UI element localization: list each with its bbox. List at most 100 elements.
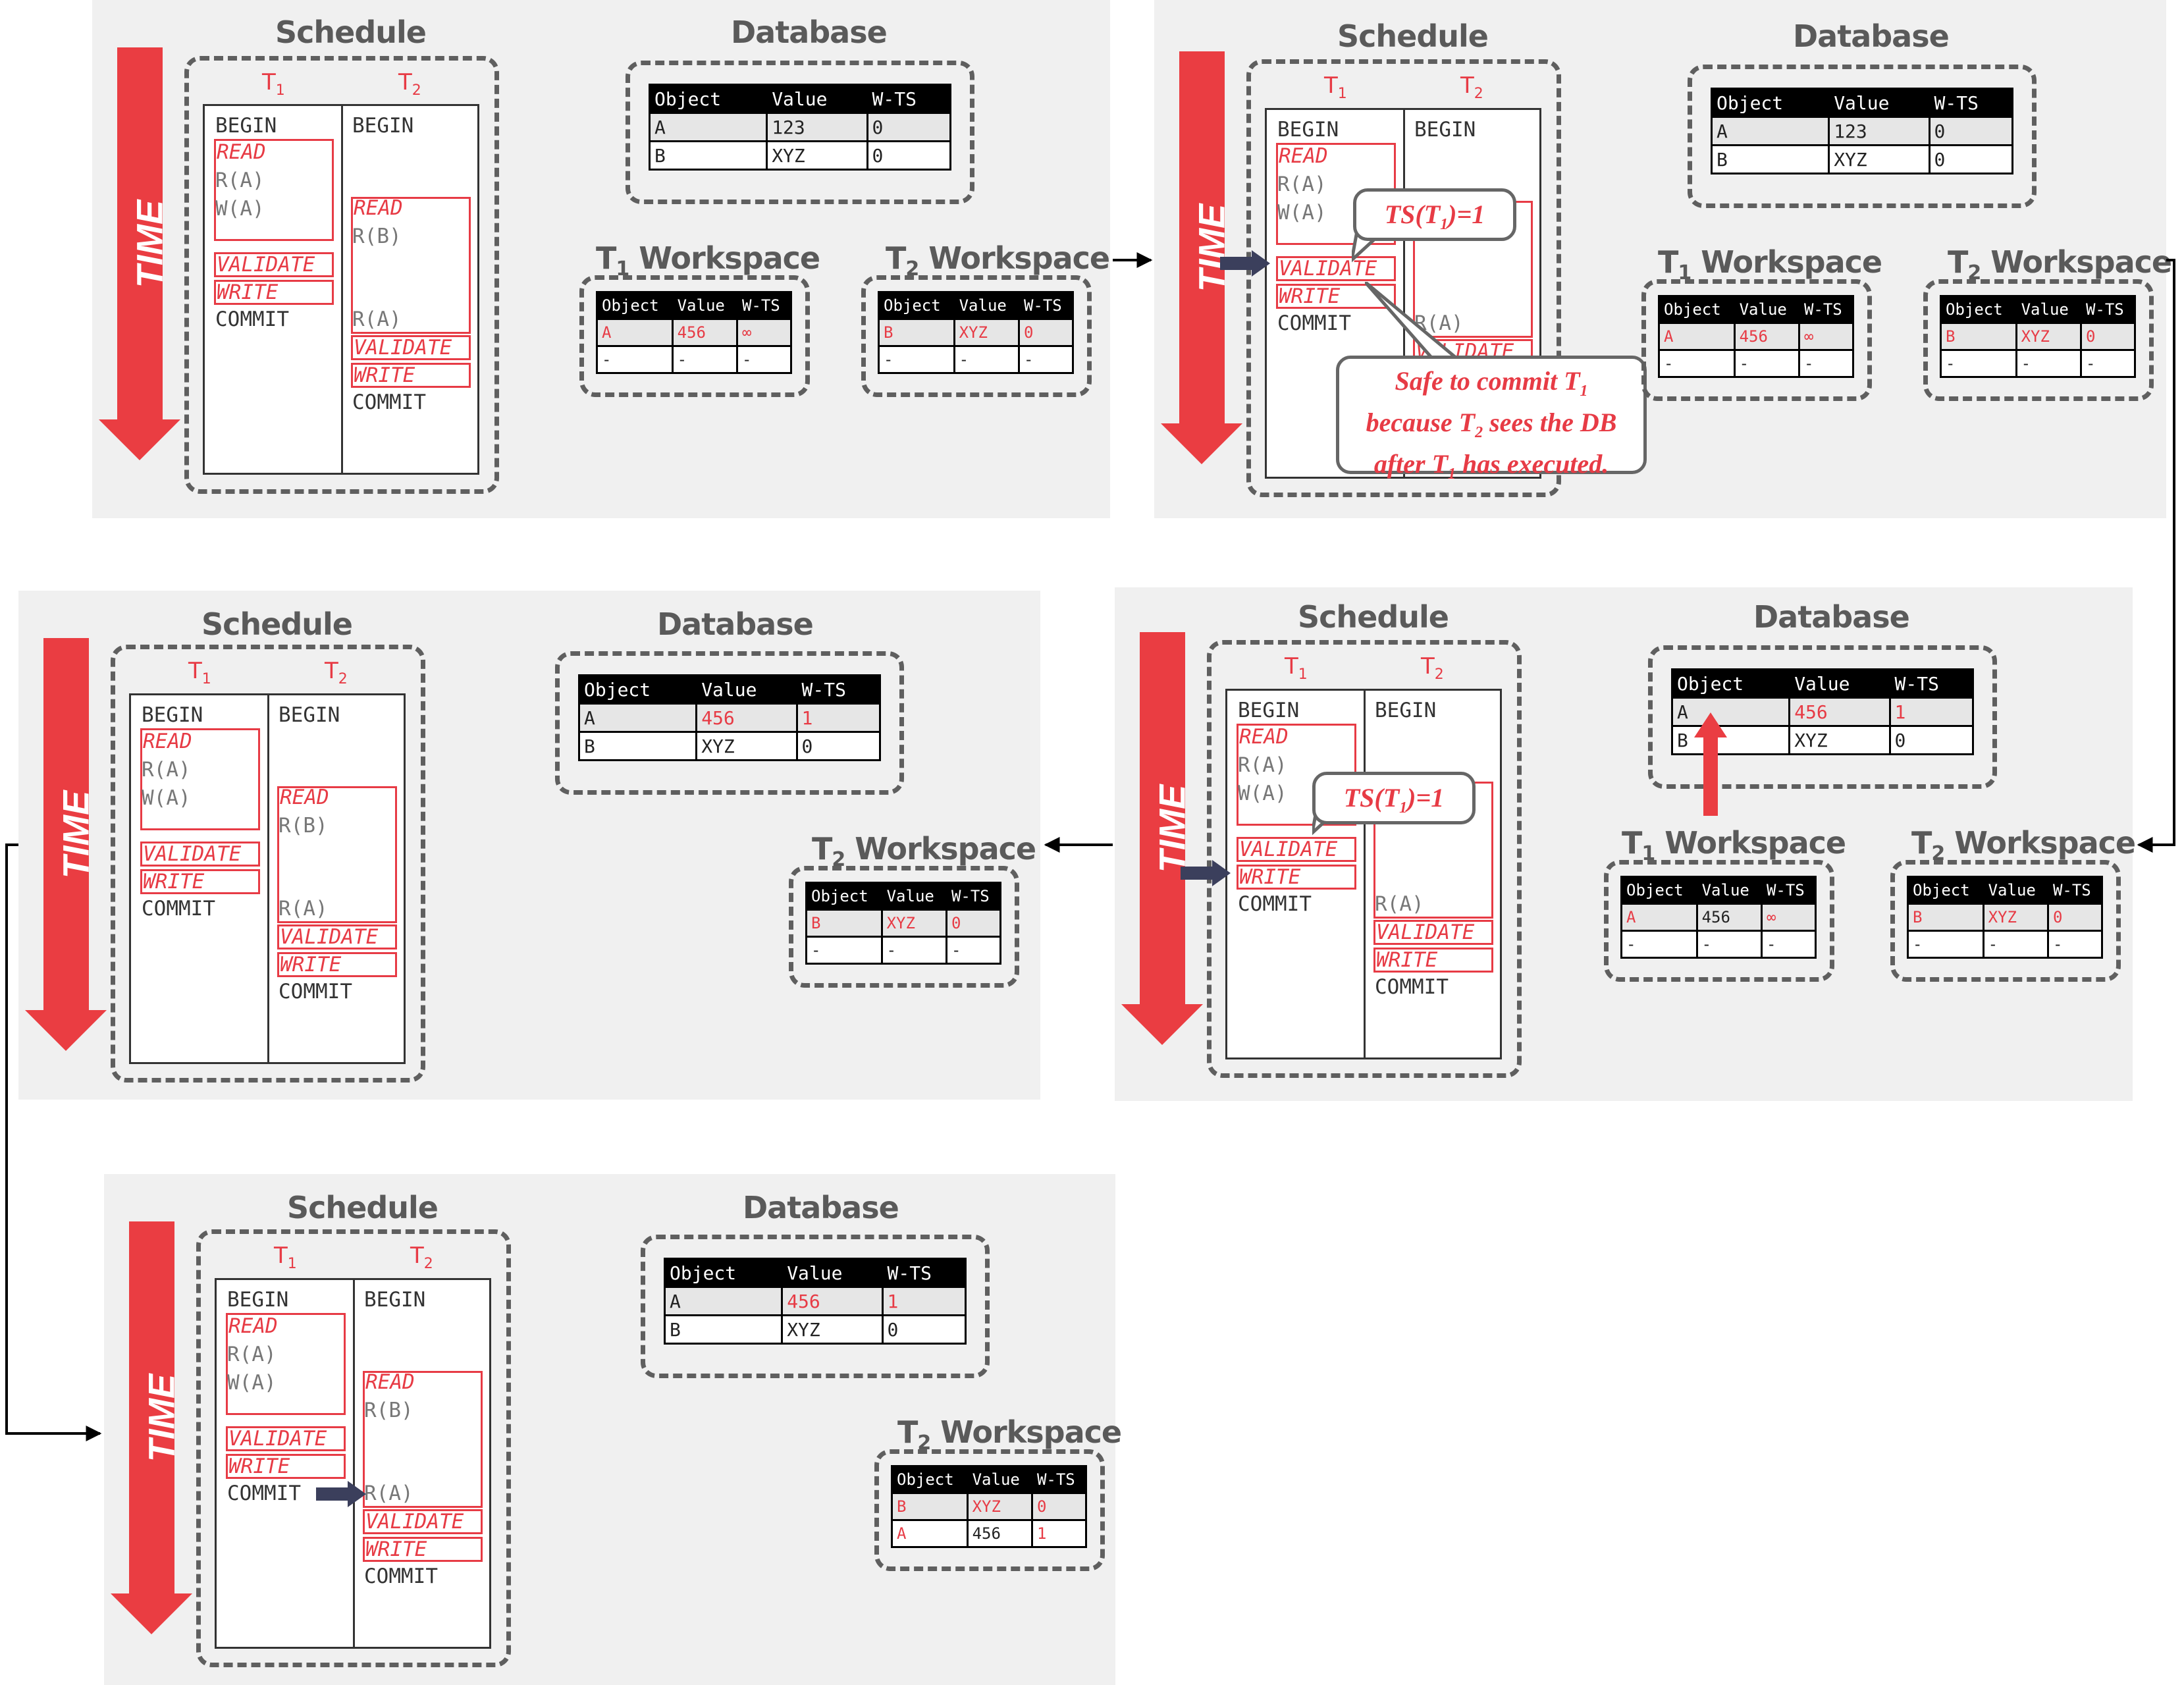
ts-bubble: TS(T1)=1 <box>1353 188 1516 241</box>
schedule-title: Schedule <box>201 606 353 642</box>
t2-workspace-title: T2 Workspace <box>812 831 1036 872</box>
t1-workspace-frame <box>579 275 810 397</box>
t2-validate-box <box>277 924 397 949</box>
t2-begin: BEGIN <box>279 703 340 727</box>
t2-workspace-frame <box>861 275 1092 397</box>
t1-validate: VALIDATE <box>228 1427 327 1451</box>
t1-read: READ <box>228 1314 278 1338</box>
t1-header: T1 <box>1285 653 1308 683</box>
ts-bubble: TS(T1)=1 <box>1312 772 1476 824</box>
t1-header: T1 <box>274 1243 297 1272</box>
t1-write: WRITE <box>217 281 279 304</box>
database-title: Database <box>743 1190 899 1225</box>
connector-4-to-5 <box>5 843 102 1441</box>
t2-header: T2 <box>1460 72 1483 102</box>
t2-validate-box <box>351 335 471 360</box>
t2-header: T2 <box>325 658 348 687</box>
t1-header: T1 <box>1324 72 1347 102</box>
database-title: Database <box>731 14 888 50</box>
t2-workspace-title: T2 Workspace <box>1911 825 2136 866</box>
t1-validate: VALIDATE <box>1239 838 1338 861</box>
t2-workspace-frame <box>1890 860 2121 982</box>
t1-write: WRITE <box>1239 865 1301 889</box>
t1-wa: W(A) <box>142 786 191 810</box>
schedule-title: Schedule <box>1337 18 1489 54</box>
current-step-arrow <box>1181 860 1231 886</box>
panel-3: TIME Schedule T1 T2 BEGIN READ R(A) W(A)… <box>1115 587 2136 1101</box>
t2-workspace-title: T2 Workspace <box>886 240 1110 281</box>
panel-2: TIME Schedule T1 T2 BEGIN READ R(A) W(A)… <box>1154 0 2172 518</box>
panel-4: TIME Schedule T1 T2 BEGIN READ R(A) W(A)… <box>18 591 1040 1100</box>
install-arrow-head <box>1694 712 1727 737</box>
safe-bubble: Safe to commit T1 because T2 sees the DB… <box>1336 356 1647 483</box>
database-frame <box>641 1235 990 1378</box>
t2-read: READ <box>280 786 329 809</box>
t2-rb: R(B) <box>279 814 328 838</box>
t1-wa: W(A) <box>215 197 265 221</box>
t2-commit: COMMIT <box>279 980 352 1003</box>
time-arrow <box>1179 51 1225 423</box>
t1-begin: BEGIN <box>215 114 277 138</box>
database-title: Database <box>657 606 814 642</box>
t2-header: T2 <box>1421 653 1444 683</box>
database-frame <box>1688 65 2037 208</box>
t1-commit: COMMIT <box>1238 892 1312 916</box>
t1-commit: COMMIT <box>1277 311 1351 335</box>
schedule-frame <box>184 56 499 494</box>
time-arrow <box>43 638 89 1010</box>
safe-line-2: because T2 sees the DB <box>1366 408 1617 441</box>
t1-wa: W(A) <box>1277 201 1327 225</box>
t2-read-phase <box>351 197 471 334</box>
t1-write-box <box>214 280 334 305</box>
t1-read: READ <box>143 730 192 753</box>
time-arrow-head <box>1161 423 1242 464</box>
t1-wa: W(A) <box>227 1371 277 1395</box>
t1-ra: R(A) <box>142 758 191 782</box>
t2-header: T2 <box>398 69 421 99</box>
t2-workspace-frame <box>874 1449 1105 1571</box>
t2-commit: COMMIT <box>352 390 426 414</box>
t1-validate: VALIDATE <box>1279 257 1377 281</box>
t2-write-box <box>351 363 471 388</box>
t2-write-box <box>1373 948 1493 973</box>
t2-workspace-title: T2 Workspace <box>897 1414 1122 1455</box>
t2-read: READ <box>365 1370 415 1394</box>
t2-validate-box <box>363 1509 483 1534</box>
t1-ra: R(A) <box>215 169 265 192</box>
t1-header: T1 <box>262 69 285 99</box>
schedule-frame <box>196 1229 511 1667</box>
t2-header: T2 <box>410 1243 433 1272</box>
current-step-arrow <box>316 1481 366 1507</box>
t1-begin: BEGIN <box>142 703 203 727</box>
t1-ra: R(A) <box>227 1343 277 1366</box>
t1-read-phase <box>214 139 334 241</box>
t2-validate: VALIDATE <box>280 925 379 949</box>
t2-begin: BEGIN <box>352 114 414 138</box>
t1-read: READ <box>1239 725 1289 749</box>
t1-validate-box <box>226 1426 346 1451</box>
t1-wa: W(A) <box>1238 782 1287 805</box>
t1-ra: R(A) <box>1238 753 1287 777</box>
t1-write: WRITE <box>1279 284 1341 308</box>
t1-commit: COMMIT <box>215 308 289 331</box>
t1-ra: R(A) <box>1277 173 1327 196</box>
panel-5: TIME Schedule T1 T2 BEGIN READ R(A) W(A)… <box>104 1174 1122 1685</box>
t1-begin: BEGIN <box>227 1288 289 1312</box>
t2-rb: R(B) <box>364 1399 413 1422</box>
t2-workspace-frame <box>789 866 1019 988</box>
t1-write: WRITE <box>228 1455 290 1478</box>
schedule-title: Schedule <box>1298 599 1449 635</box>
t1-write-box <box>140 869 260 894</box>
t2-begin: BEGIN <box>1375 699 1437 722</box>
current-step-arrow <box>1220 250 1270 277</box>
t2-write-box <box>277 952 397 977</box>
schedule-table: BEGIN READ R(A) W(A) VALIDATE WRITE COMM… <box>203 104 479 475</box>
t2-write: WRITE <box>280 953 342 976</box>
